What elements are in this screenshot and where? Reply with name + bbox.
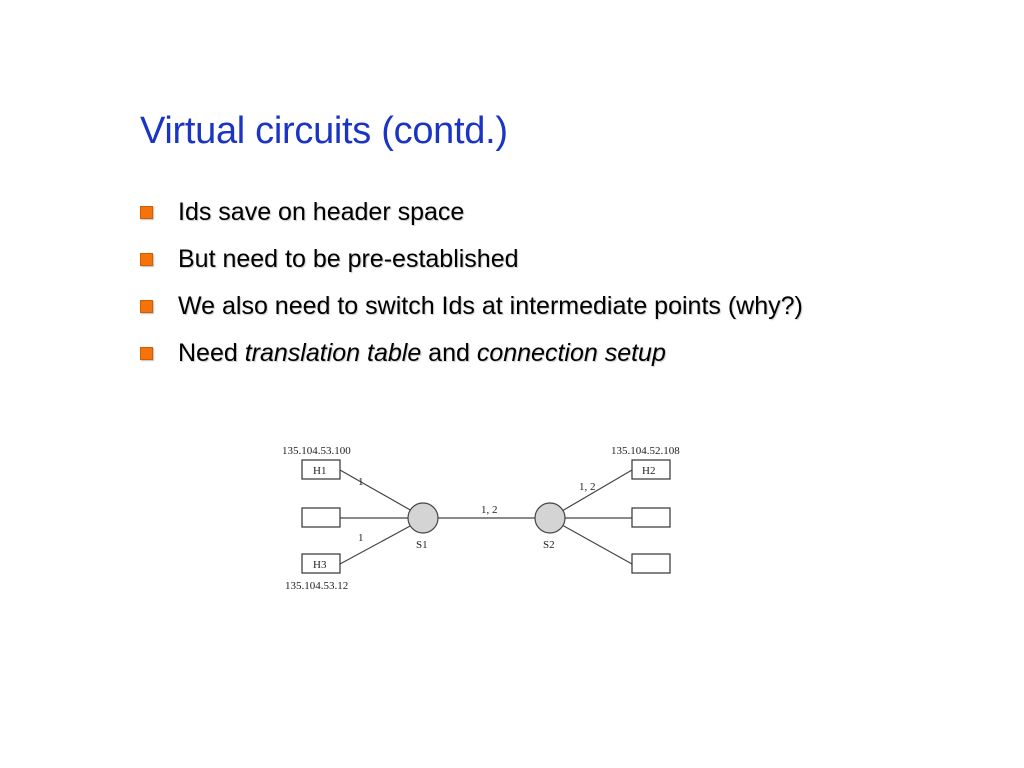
switch-s1-label: S1 — [416, 539, 428, 551]
link-s2-h2-label: 1, 2 — [579, 481, 596, 493]
link-s2-h2 — [561, 469, 633, 512]
bullet-item: We also need to switch Ids at intermedia… — [140, 288, 803, 335]
bullet-text-emphasis: connection setup — [476, 339, 666, 367]
bullet-text: Ids save on header space — [178, 198, 465, 226]
bullet-list: Ids save on header space But need to be … — [140, 194, 803, 382]
bullet-item: Ids save on header space — [140, 194, 803, 241]
bullet-square-icon — [140, 206, 153, 219]
host-h3-box — [301, 553, 341, 574]
switch-s1-node — [407, 502, 439, 534]
bullet-square-icon — [140, 300, 153, 313]
virtual-circuit-diagram: 135.104.53.100 H1 H3 135.104.53.12 135.1… — [282, 445, 680, 592]
host-h2-box — [631, 459, 671, 480]
host-h3-label: H3 — [313, 559, 327, 571]
bullet-item: But need to be pre-established — [140, 241, 803, 288]
bullet-text-prefix: Need — [178, 339, 245, 367]
host-h1-address: 135.104.53.100 — [282, 445, 351, 457]
host-h1-label: H1 — [313, 465, 326, 477]
bullet-text-joiner: and — [421, 339, 477, 367]
bullet-text: We also need to switch Ids at intermedia… — [178, 292, 803, 320]
bullet-item: Need translation table and connection se… — [140, 335, 803, 382]
link-s2-bottom — [561, 524, 633, 565]
bullet-square-icon — [140, 253, 153, 266]
host-unlabeled-right-box — [631, 507, 671, 528]
host-h2-address: 135.104.52.108 — [611, 445, 680, 457]
bullet-text-emphasis: translation table — [244, 339, 422, 367]
link-s1-s2-label: 1, 2 — [481, 504, 498, 516]
link-h1-s1-label: 1 — [358, 476, 364, 488]
host-h1-box — [301, 459, 341, 480]
link-h1-s1 — [339, 469, 413, 512]
link-h3-s1-label: 1 — [358, 532, 364, 544]
switch-s2-label: S2 — [543, 539, 555, 551]
host-unlabeled-left-box — [301, 507, 341, 528]
bullet-square-icon — [140, 347, 153, 360]
switch-s2-node — [534, 502, 566, 534]
slide-title: Virtual circuits (contd.) — [140, 110, 508, 152]
link-h3-s1 — [339, 524, 413, 565]
host-h3-address: 135.104.53.12 — [285, 580, 348, 592]
host-h2-label: H2 — [642, 465, 655, 477]
bullet-text: But need to be pre-established — [178, 245, 519, 273]
host-unlabeled-right-bottom-box — [631, 553, 671, 574]
